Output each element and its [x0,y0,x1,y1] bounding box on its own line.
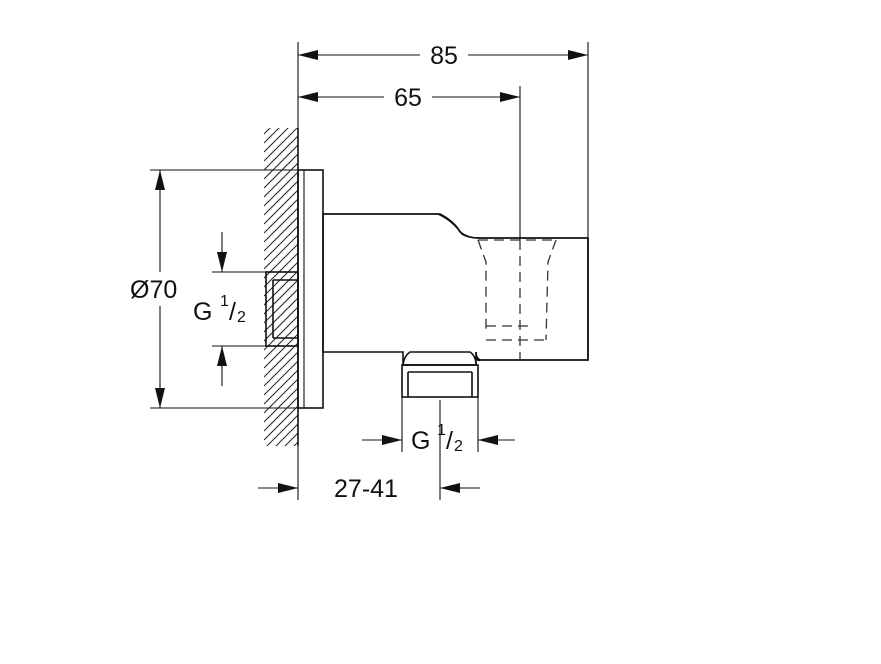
hatch-line [264,128,298,162]
elbow-body [322,213,589,366]
hatch-line [264,387,298,423]
wall-flange [297,169,324,409]
hatch-line [264,306,298,342]
svg-text:1: 1 [220,293,229,310]
hatch-line [264,288,298,324]
hatch-line [264,315,298,351]
hatch-line [264,243,298,279]
dimension-85: 85 [298,42,588,70]
hatch-line [264,198,298,234]
svg-text:2: 2 [454,438,463,455]
dimension-65: 65 [298,84,520,112]
hatch-line [264,270,298,306]
hatch-line [264,153,298,189]
hatch-line [264,297,298,333]
dimension-65-label: 65 [394,84,422,112]
hatch-line [264,369,298,405]
hatch-line [264,225,298,261]
hatch-line [264,451,298,485]
hatch-line [275,423,298,446]
outlet-thread-nipple [401,351,479,398]
diameter-value: 70 [149,276,177,304]
hatch-line [264,478,298,512]
hatch-line [264,135,298,171]
hatch-line [264,324,298,360]
hatch-line [284,432,298,446]
hatch-line [293,441,298,446]
hatch-line [264,378,298,414]
hatch-line [264,216,298,252]
outlet-thread-label: G [411,427,430,455]
hatch-line [264,128,289,153]
svg-text:/: / [446,427,453,455]
wall-hatching [264,128,299,512]
hatch-line [264,180,298,216]
hatch-line [264,405,298,441]
hatch-line [264,333,298,369]
svg-text:Ø70: Ø70 [130,276,177,304]
dimension-wall-range: 27-41 [258,475,480,503]
hatch-line [264,128,271,135]
dimension-85-label: 85 [430,42,458,70]
hatch-line [266,414,298,446]
svg-text:/: / [229,298,236,326]
hatch-line [264,144,298,180]
hatch-line [264,234,298,270]
hatch-line [264,189,298,225]
hatch-line [264,342,298,378]
svg-text:1: 1 [437,422,446,439]
outlet-thread-dimension: G 1 / 2 [362,422,515,455]
hatch-line [264,252,298,288]
hatch-line [264,162,298,198]
inlet-thread-label: G [193,298,212,326]
svg-text:2: 2 [237,309,246,326]
hatch-line [264,128,280,144]
inlet-thread-dimension: G 1 / 2 [193,232,246,386]
dimension-diameter: Ø70 [130,170,177,408]
hatch-line [264,396,298,432]
hatch-line [264,279,298,315]
hidden-holder-cavity [477,239,557,360]
hatch-line [264,351,298,387]
dimension-wall-range-label: 27-41 [334,475,398,503]
hatch-line [264,171,298,207]
hatch-line [264,261,298,297]
hatch-line [264,207,298,243]
diameter-symbol: Ø [130,276,149,304]
extension-lines [150,42,589,500]
hatch-line [264,360,298,396]
